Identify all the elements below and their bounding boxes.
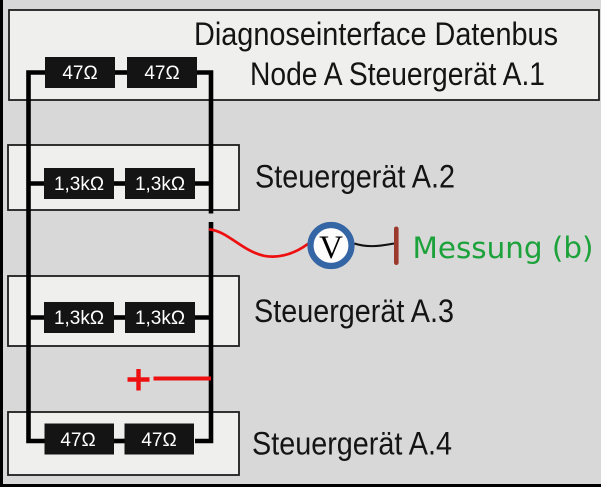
measurement-label: Messung (b) [413,231,594,265]
plus-symbol [127,369,150,391]
resistor-a4-2-value: 47Ω [141,430,176,451]
node-a2-label: Steuergerät A.2 [255,159,455,195]
resistor-a4-1-value: 47Ω [60,430,95,451]
meter-lead-red [208,228,309,258]
resistor-a3-2 [125,302,195,333]
node-a1-label: Node A Steuergerät A.1 [250,56,545,92]
image-border-left [0,0,3,487]
resistor-a4-2 [124,423,194,455]
resistor-a3-1 [44,302,114,333]
resistor-a4-1 [44,423,114,455]
resistor-a3-2-value: 1,3kΩ [135,308,185,329]
node-box-a4 [7,411,240,476]
resistor-a1-2 [127,57,197,88]
resistor-a2-1-value: 1,3kΩ [54,174,104,195]
bus-line-left [26,70,46,444]
voltmeter [307,221,355,270]
resistor-a2-2 [125,168,195,199]
resistor-a1-1-value: 47Ω [62,63,97,84]
bus-line-right-lower [195,222,214,444]
diagram-title: Diagnoseinterface Datenbus [194,16,558,52]
resistor-a2-1 [44,168,114,199]
bus-line-right-upper [196,70,214,214]
bus-wiring [26,70,214,444]
resistors [44,57,197,455]
image-border-bottom [0,484,601,487]
node-a4-label: Steuergerät A.4 [252,426,452,462]
resistor-a3-1-value: 1,3kΩ [54,308,104,329]
node-a3-label: Steuergerät A.3 [254,293,454,329]
resistor-a2-2-value: 1,3kΩ [135,174,185,195]
node-box-a3 [7,275,240,347]
resistor-a1-2-value: 47Ω [144,63,179,84]
resistor-a1-1 [45,57,115,88]
voltmeter-symbol: V [319,230,343,266]
node-box-a2 [7,144,240,211]
probe-tip [394,226,399,265]
meter-lead-black [354,242,395,248]
